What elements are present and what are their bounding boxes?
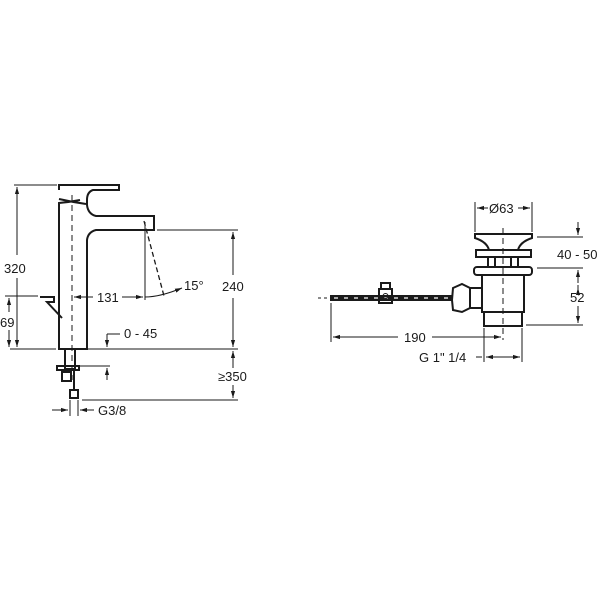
- nut: [61, 371, 72, 382]
- dim-190: 190: [404, 330, 426, 345]
- dim-diameter-63: Ø63: [489, 201, 514, 216]
- dim-350: ≥350: [218, 369, 247, 384]
- spray-line: [143, 220, 165, 297]
- rod-clip: [378, 288, 393, 304]
- dim-52: 52: [570, 290, 584, 305]
- body-flange: [473, 266, 533, 276]
- side-port: [469, 287, 482, 309]
- dim-0-45: 0 - 45: [124, 326, 157, 341]
- dim-g-1-1-4: G 1" 1/4: [419, 350, 466, 365]
- waste-drawing: Ø63 40 - 50 52 190 G 1" 1/4: [318, 201, 597, 365]
- mounting-nut: [56, 365, 80, 371]
- dim-320: 320: [4, 261, 26, 276]
- dim-69: 69: [0, 315, 14, 330]
- pop-up-lever: [40, 296, 63, 319]
- faucet-drawing: 320 69 131 15° 240 ≥350 0 - 45: [0, 184, 247, 418]
- handle-joint: [58, 198, 87, 205]
- dim-15-degrees: 15°: [184, 278, 204, 293]
- dim-g3-8: G3/8: [98, 403, 126, 418]
- hose-fitting: [69, 389, 79, 399]
- rod-nut: [450, 282, 471, 314]
- dim-131: 131: [97, 290, 119, 305]
- dim-40-50: 40 - 50: [557, 247, 597, 262]
- dim-240: 240: [222, 279, 244, 294]
- faucet-handle: [58, 184, 155, 350]
